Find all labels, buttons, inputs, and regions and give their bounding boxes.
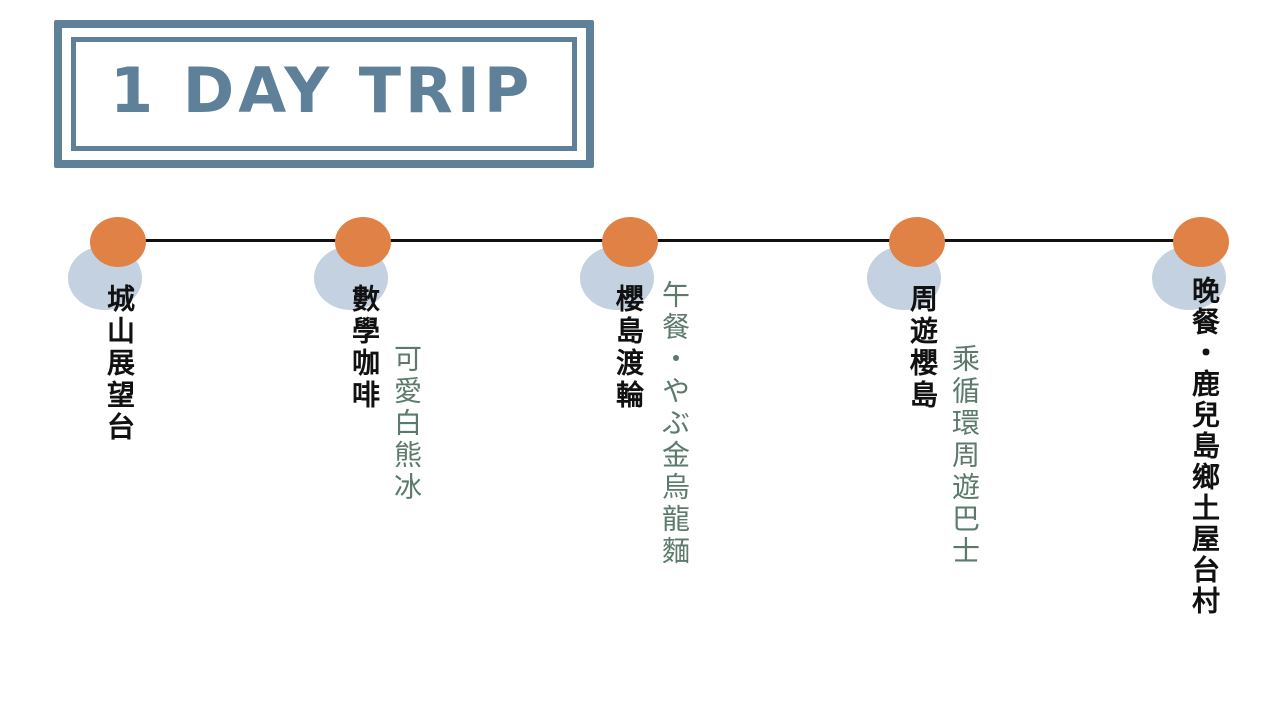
- stop-4-marker: [889, 217, 945, 267]
- stop-4-sublabel: 乘循環周遊巴士: [948, 344, 981, 568]
- title-stamp: 1 DAY TRIP: [54, 20, 594, 168]
- stop-2-label: 數學咖啡: [348, 284, 381, 412]
- stop-1-marker: [90, 217, 146, 267]
- title-stamp-inner-border: [71, 37, 577, 151]
- stop-5-marker: [1173, 217, 1229, 267]
- stop-2-marker: [335, 217, 391, 267]
- stop-2-sublabel: 可愛白熊冰: [390, 344, 423, 504]
- timeline-line: [118, 239, 1201, 242]
- stop-3-label: 櫻島渡輪: [612, 284, 645, 412]
- stop-1-label: 城山展望台: [103, 284, 136, 444]
- title: 1 DAY TRIP: [110, 54, 534, 127]
- stop-3-sublabel: 午餐・やぶ金烏龍麵: [658, 280, 691, 568]
- stop-4-label: 周遊櫻島: [906, 284, 939, 412]
- stop-3-marker: [602, 217, 658, 267]
- stop-5-label: 晚餐・鹿兒島鄉土屋台村: [1188, 276, 1221, 617]
